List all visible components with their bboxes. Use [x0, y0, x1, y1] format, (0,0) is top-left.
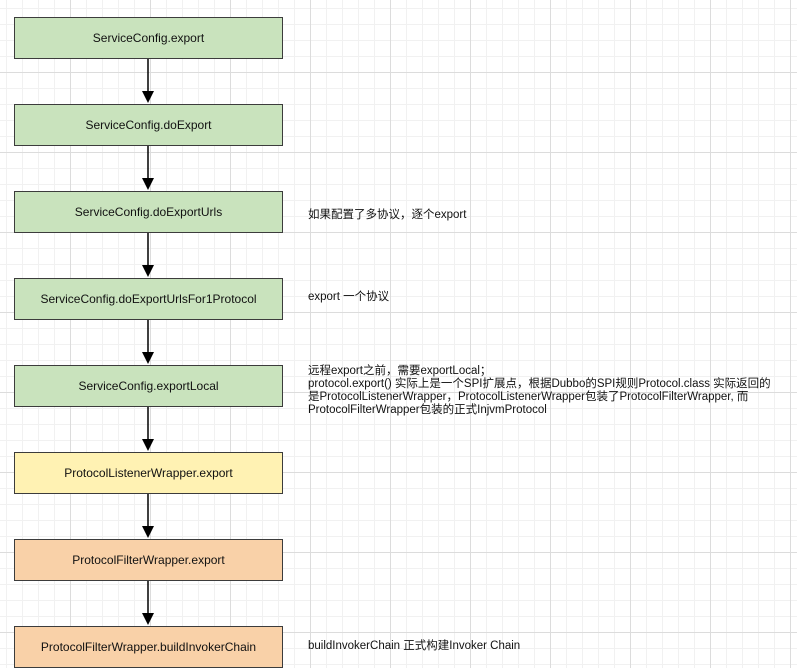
step-export-local[interactable]: ServiceConfig.exportLocal [14, 365, 283, 407]
step-protocol-filter-wrapper-export[interactable]: ProtocolFilterWrapper.export [14, 539, 283, 581]
step-label: ServiceConfig.doExportUrlsFor1Protocol [40, 292, 257, 306]
note-build-chain: buildInvokerChain 正式构建Invoker Chain [308, 640, 521, 652]
note-export-local: 远程export之前，需要exportLocal； protocol.expor… [308, 365, 771, 417]
step-label: ServiceConfig.export [92, 31, 205, 45]
step-protocol-listener-wrapper-export[interactable]: ProtocolListenerWrapper.export [14, 452, 283, 494]
step-label: ServiceConfig.doExport [85, 118, 212, 132]
step-label: ServiceConfig.doExportUrls [74, 205, 223, 219]
step-do-export-urls-for-1-protocol[interactable]: ServiceConfig.doExportUrlsFor1Protocol [14, 278, 283, 320]
note-line: 远程export之前，需要exportLocal； [308, 365, 492, 377]
step-service-config-export[interactable]: ServiceConfig.export [14, 17, 283, 59]
note-line: 是ProtocolListenerWrapper，ProtocolListene… [308, 391, 749, 403]
step-service-config-do-export[interactable]: ServiceConfig.doExport [14, 104, 283, 146]
flow-arrows [142, 59, 154, 625]
step-label: ProtocolFilterWrapper.export [72, 553, 225, 567]
step-do-export-urls[interactable]: ServiceConfig.doExportUrls [14, 191, 283, 233]
step-label: ServiceConfig.exportLocal [78, 379, 219, 393]
note-line: protocol.export() 实际上是一个SPI扩展点，根据Dubbo的S… [308, 378, 771, 390]
step-label: ProtocolListenerWrapper.export [64, 466, 233, 480]
note-multi-protocol: 如果配置了多协议，逐个export [308, 209, 467, 221]
note-one-protocol: export 一个协议 [308, 291, 390, 303]
step-label: ProtocolFilterWrapper.buildInvokerChain [40, 640, 257, 654]
note-line: ProtocolFilterWrapper包装的正式InjvmProtocol [308, 404, 547, 416]
step-build-invoker-chain[interactable]: ProtocolFilterWrapper.buildInvokerChain [14, 626, 283, 668]
